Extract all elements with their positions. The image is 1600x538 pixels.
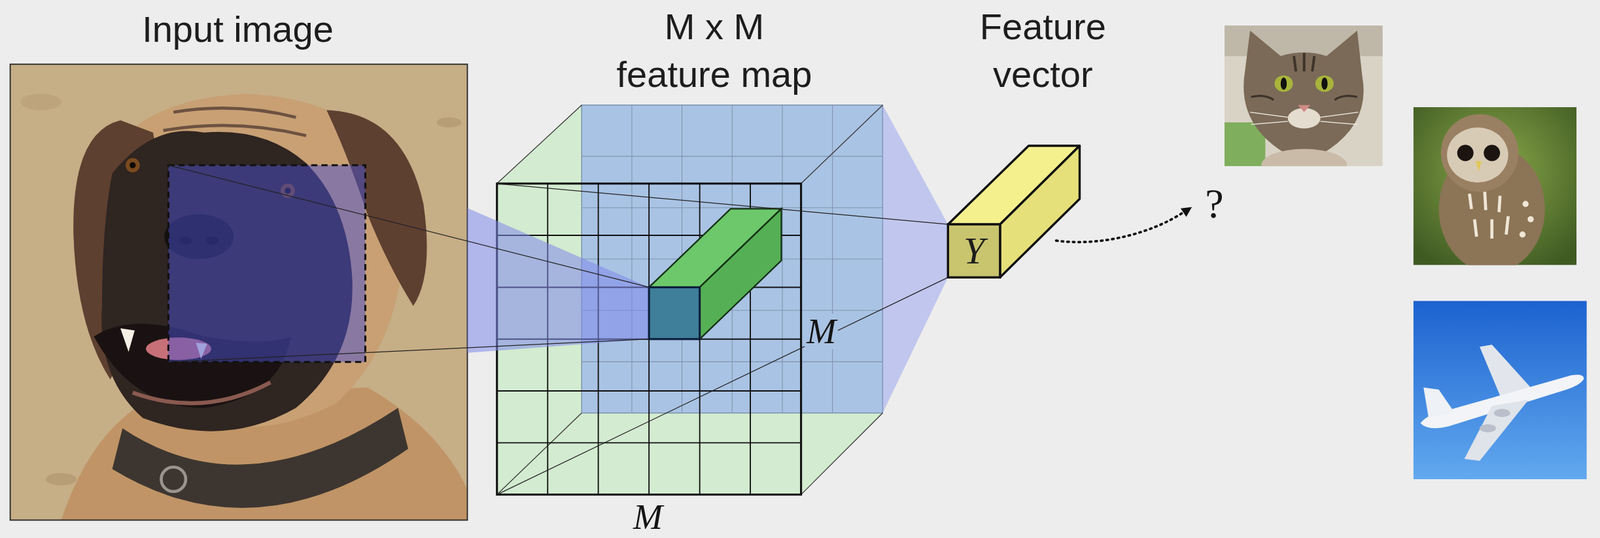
pooling-frustum: [497, 277, 949, 495]
cat-photo: [1293, 52, 1315, 72]
feature-vector-cuboid: YFeature vector: [947, 145, 1080, 278]
feature-map-cube: M x M feature map: [497, 105, 884, 496]
feature-vector-drawing: [1000, 145, 1080, 278]
cat-photo: [1274, 75, 1293, 92]
owl-photo: [1441, 114, 1519, 193]
panel-heading: M x M feature map: [615, 3, 814, 99]
vector-element-face: Y: [947, 224, 1001, 278]
pooling-frustum: [497, 105, 949, 496]
cat-photo: [1251, 96, 1358, 101]
panel-heading: Input image: [141, 5, 334, 54]
owl-photo: [1475, 160, 1482, 172]
feature-map-drawing: [581, 156, 883, 157]
owl-photo: [1457, 145, 1474, 162]
owl-photo: [1446, 127, 1509, 183]
cat-photo: [1243, 30, 1364, 164]
cat-photo: [1224, 25, 1383, 167]
cat-photo: [1297, 105, 1311, 113]
cat-photo: [1321, 77, 1328, 91]
owl-photo: [1483, 145, 1500, 162]
cat-photo: [1250, 112, 1358, 125]
feature-map-drawing: [581, 361, 883, 363]
airplane-photo: [1479, 344, 1531, 396]
illustration-group: [10, 25, 1587, 521]
input-image-panel: Input image: [10, 64, 468, 521]
feature-vector-drawing: [947, 224, 1001, 278]
feature-map-drawing: [497, 413, 582, 496]
question-mark: ?: [1204, 183, 1224, 226]
input-photo: [10, 64, 468, 521]
input-photo: [10, 64, 468, 521]
owl-photo: [1527, 216, 1534, 223]
feature-map-drawing: [581, 105, 883, 414]
feature-vector-drawing: [947, 145, 1080, 278]
feature-map-drawing: [581, 207, 883, 209]
cat-photo: [1261, 149, 1347, 167]
input-photo: [10, 64, 468, 521]
airplane-photo: [1423, 387, 1455, 419]
airplane-photo: [1494, 409, 1511, 418]
dimension-label: M: [633, 499, 663, 536]
feature-map-drawing: [497, 105, 582, 184]
projection-wedge: [168, 339, 649, 363]
feature-map-drawing: [581, 105, 883, 414]
pooling-frustum: [882, 105, 948, 414]
feature-map-drawing: [699, 208, 782, 339]
owl-photo: [1413, 107, 1578, 266]
owl-photo: [1522, 200, 1529, 207]
classification-arrow: [1056, 211, 1184, 243]
panel-heading: Feature vector: [978, 3, 1107, 99]
projection-wedge: [168, 165, 649, 288]
owl-photo: [1519, 231, 1526, 238]
input-photo: [168, 165, 366, 363]
feature-map-drawing: [801, 105, 884, 184]
input-photo: [168, 165, 366, 363]
classification-arrow: [1180, 207, 1192, 218]
projection-wedge: [648, 287, 700, 339]
owl-photo: [1469, 191, 1508, 239]
airplane-photo: [1464, 400, 1529, 462]
feature-map-drawing: [801, 413, 884, 496]
dimension-label: M: [804, 313, 838, 350]
feature-map-drawing: [497, 390, 802, 392]
element-symbol: Y: [963, 232, 985, 271]
airplane-photo: [1479, 424, 1496, 433]
pooling-frustum: [497, 183, 949, 225]
airplane-photo: [1413, 300, 1587, 480]
airplane-photo: [1413, 300, 1587, 480]
classification-arrow: [1056, 207, 1192, 243]
cat-photo: [1315, 75, 1334, 92]
cat-photo: [1224, 25, 1383, 167]
cat-photo: [1280, 77, 1287, 91]
feature-map-drawing: [497, 442, 802, 444]
